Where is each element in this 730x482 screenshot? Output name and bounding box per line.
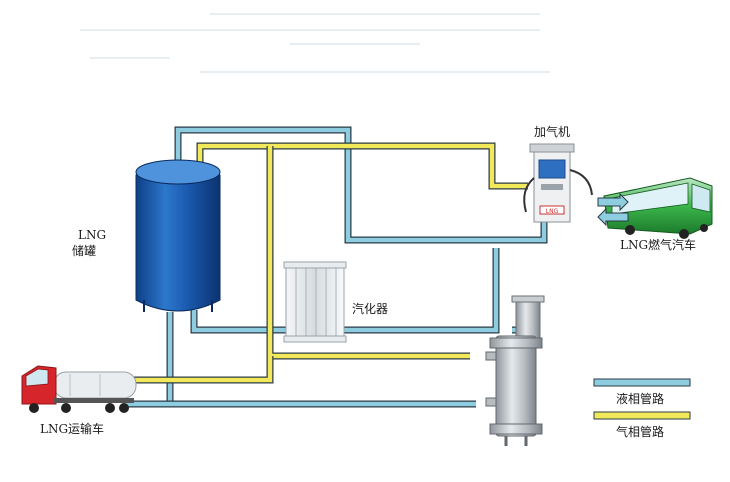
green-city-bus-icon [603,177,713,239]
tank-label-line2: 储罐 [72,244,97,258]
gas-pipe-tank-to-dispenser [197,143,528,189]
vaporizer-label: 汽化器 [352,302,389,316]
faint-header-decoration [80,13,550,73]
cryogenic-storage-tank-icon [135,159,221,312]
truck-label: LNG运输车 [40,422,105,436]
gas-pipe-network [126,142,528,384]
gas-pipe-truck-line-outline [126,356,274,384]
legend-liquid-swatch [593,378,691,387]
gas-pipe-tank-to-dispenser-outline [196,142,528,190]
liquid-pipe-tank-to-pump-outline [190,248,500,334]
legend-gas-label: 气相管路 [616,425,665,439]
liquid-pipe-network [126,126,548,408]
vehicle-label: LNG燃气汽车 [620,238,697,252]
dispenser-label: 加气机 [534,125,571,139]
transfer-arrows-icon [597,192,629,227]
tank-label-line1: LNG [78,228,107,242]
submerged-pump-sump-icon [485,295,545,446]
finned-air-vaporizer-icon [283,261,347,343]
liquid-pipe-tank-to-dispenser [175,127,547,243]
legend-liquid-label: 液相管路 [616,392,665,406]
svg-text:LNG: LNG [546,208,559,215]
legend-gas-swatch [593,411,691,420]
red-tanker-truck-icon [21,365,137,413]
liquid-pipe-tank-to-pump [191,248,499,333]
gas-pipe-truck-line [126,356,273,383]
lng-dispenser-machine-icon: LNG [523,143,593,223]
